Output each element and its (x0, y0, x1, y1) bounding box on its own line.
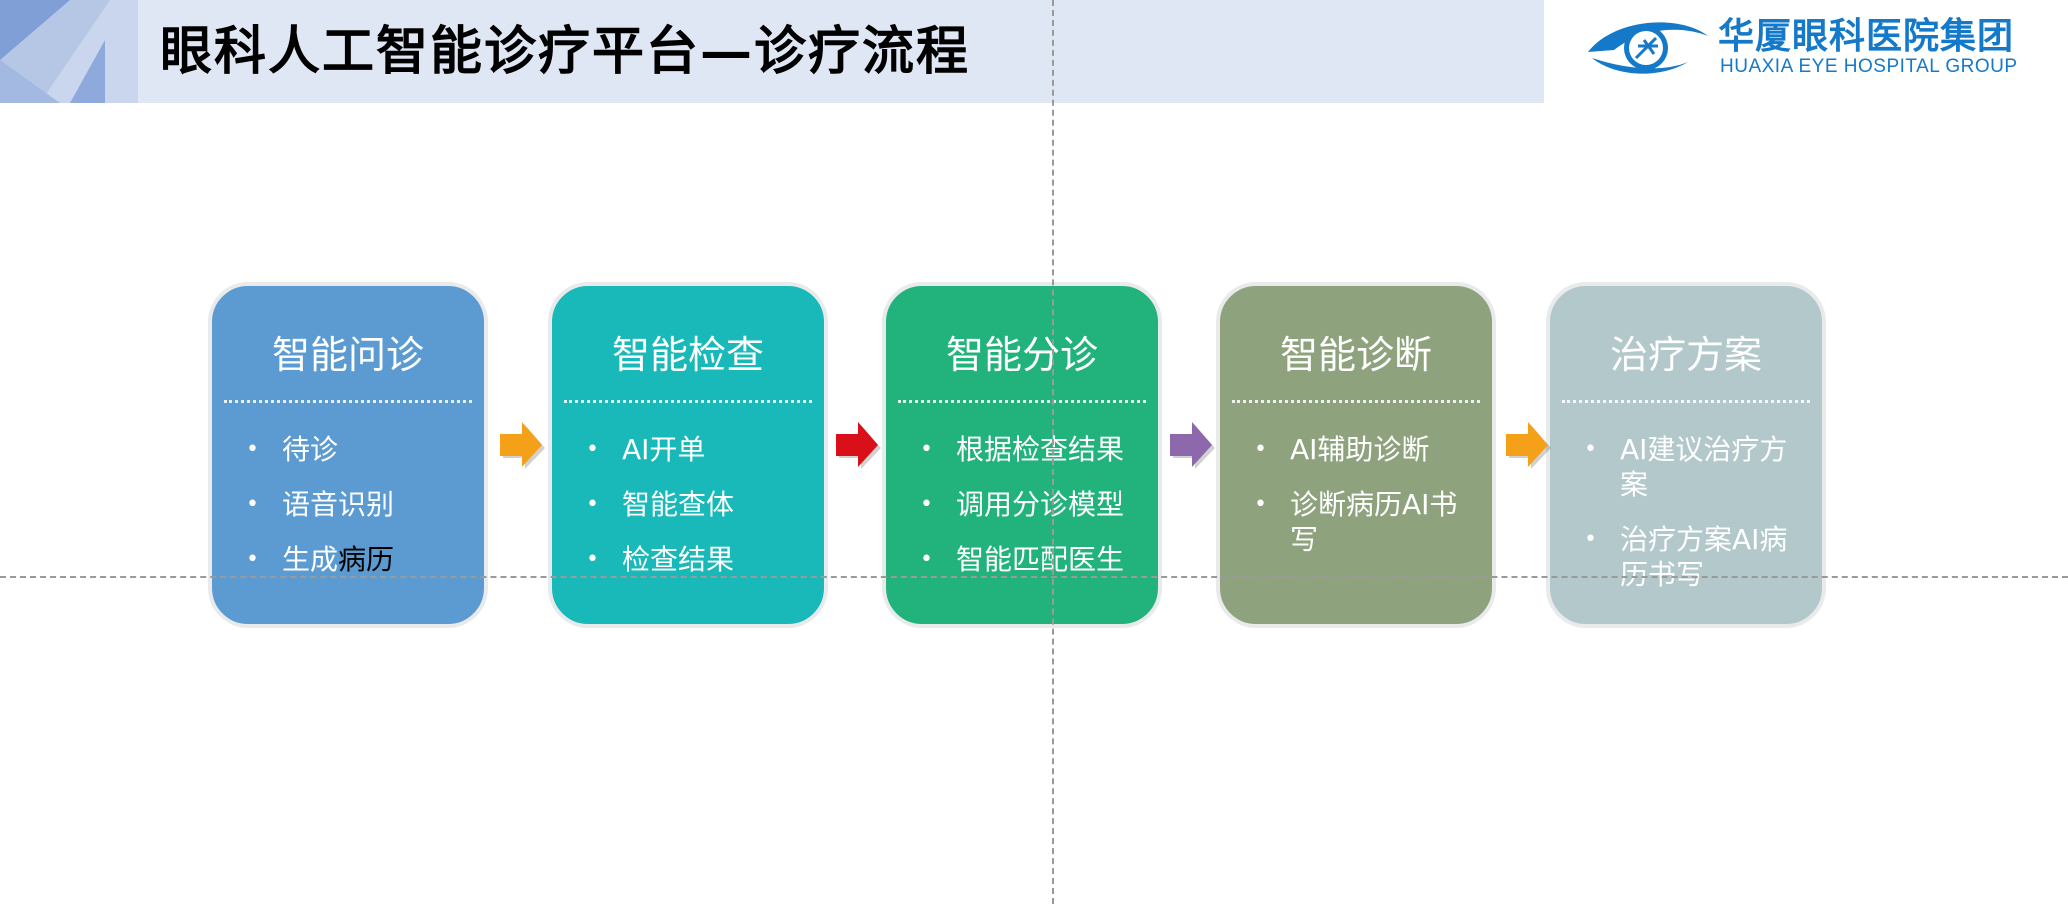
list-item-text: 治疗方案AI病历书写 (1620, 523, 1788, 591)
step-card-diagnosis: 智能诊断 • AI辅助诊断 • 诊断病历AI书写 (1216, 282, 1496, 628)
list-item-text: AI开单 (622, 433, 706, 466)
eye-logo-icon (1588, 22, 1708, 74)
list-item: • 检查结果 (586, 542, 814, 577)
list-item-text: AI辅助诊断 (1290, 433, 1430, 466)
corner-decoration (0, 0, 138, 103)
step-item-list: • AI辅助诊断 • 诊断病历AI书写 (1254, 432, 1482, 577)
list-item: • AI辅助诊断 (1254, 432, 1482, 467)
bullet-icon: • (920, 492, 933, 517)
list-item: • 智能匹配医生 (920, 542, 1148, 577)
step-divider (1562, 400, 1810, 403)
vertical-guide-line (1052, 0, 1054, 904)
list-item: • AI建议治疗方案 (1584, 432, 1812, 502)
step-item-list: • 待诊 • 语音识别 • 生成病历 (246, 432, 474, 597)
bullet-icon: • (920, 437, 933, 462)
list-item-text: 待诊 (282, 433, 339, 466)
bullet-icon: • (1254, 437, 1267, 462)
step-divider (564, 400, 812, 403)
list-item-text: 智能匹配医生 (956, 543, 1125, 576)
page-title: 眼科人工智能诊疗平台—诊疗流程 (160, 21, 971, 82)
step-title: 治疗方案 (1609, 333, 1762, 377)
flow-arrow-icon (1170, 422, 1215, 469)
list-item-text-dark: 病历 (338, 543, 395, 576)
list-item: • 待诊 (246, 432, 474, 467)
bullet-icon: • (586, 547, 599, 572)
step-item-list: • AI建议治疗方案 • 治疗方案AI病历书写 (1584, 432, 1812, 612)
list-item-text: 智能查体 (622, 488, 735, 521)
list-item: • 根据检查结果 (920, 432, 1148, 467)
bullet-icon: • (586, 437, 599, 462)
bullet-icon: • (246, 547, 259, 572)
list-item-text: 根据检查结果 (956, 433, 1125, 466)
step-title: 智能诊断 (1279, 333, 1432, 377)
list-item-text: 诊断病历AI书写 (1290, 488, 1458, 556)
step-divider (898, 400, 1146, 403)
flow-arrow-icon (500, 422, 545, 469)
step-card-consultation: 智能问诊 • 待诊 • 语音识别 • 生成病历 (208, 282, 488, 628)
list-item-text: 检查结果 (622, 543, 735, 576)
list-item: • 智能查体 (586, 487, 814, 522)
list-item: • 生成病历 (246, 542, 474, 577)
step-card-treatment: 治疗方案 • AI建议治疗方案 • 治疗方案AI病历书写 (1546, 282, 1826, 628)
bullet-icon: • (1584, 437, 1597, 462)
list-item-text: 语音识别 (282, 488, 395, 521)
bullet-icon: • (586, 492, 599, 517)
bullet-icon: • (246, 492, 259, 517)
list-item-text: AI建议治疗方案 (1620, 433, 1788, 501)
step-item-list: • 根据检查结果 • 调用分诊模型 • 智能匹配医生 (920, 432, 1148, 597)
flow-arrow-icon (836, 422, 881, 469)
horizontal-guide-line (0, 576, 2068, 578)
list-item: • AI开单 (586, 432, 814, 467)
bullet-icon: • (246, 437, 259, 462)
step-divider (224, 400, 472, 403)
logo-chinese-name: 华厦眼科医院集团 (1718, 15, 2015, 57)
list-item: • 调用分诊模型 (920, 487, 1148, 522)
list-item: • 诊断病历AI书写 (1254, 487, 1482, 557)
list-item-text: 调用分诊模型 (956, 488, 1125, 521)
list-item-text: 生成 (282, 543, 339, 576)
step-title: 智能问诊 (271, 333, 424, 377)
step-card-triage: 智能分诊 • 根据检查结果 • 调用分诊模型 • 智能匹配医生 (882, 282, 1162, 628)
hospital-logo: 华厦眼科医院集团 HUAXIA EYE HOSPITAL GROUP (1584, 14, 2044, 80)
list-item: • 治疗方案AI病历书写 (1584, 522, 1812, 592)
step-item-list: • AI开单 • 智能查体 • 检查结果 (586, 432, 814, 597)
step-card-examination: 智能检查 • AI开单 • 智能查体 • 检查结果 (548, 282, 828, 628)
bullet-icon: • (1254, 492, 1267, 517)
flow-arrow-icon (1506, 422, 1551, 469)
header-band (0, 0, 1544, 103)
bullet-icon: • (920, 547, 933, 572)
list-item: • 语音识别 (246, 487, 474, 522)
step-divider (1232, 400, 1480, 403)
logo-english-name: HUAXIA EYE HOSPITAL GROUP (1720, 56, 2018, 77)
step-title: 智能检查 (611, 333, 764, 377)
bullet-icon: • (1584, 527, 1597, 552)
step-title: 智能分诊 (945, 333, 1098, 377)
